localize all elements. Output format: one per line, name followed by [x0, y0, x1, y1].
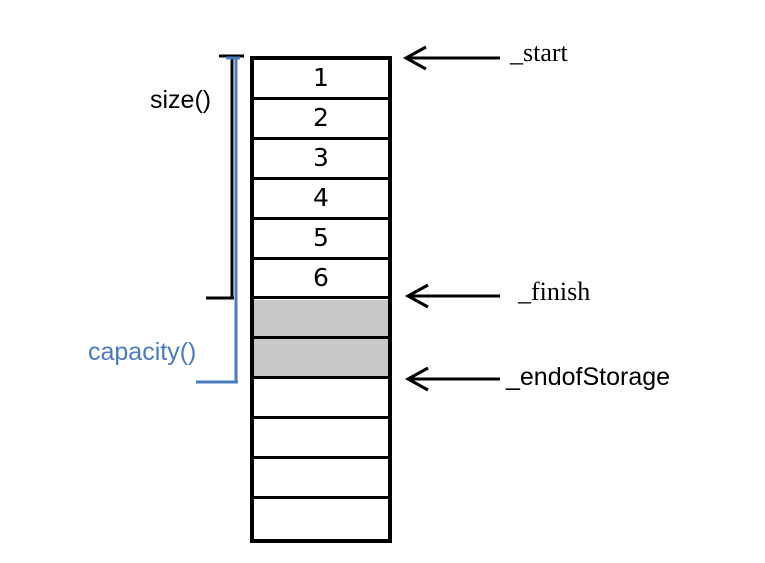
memory-cell-5: 5 [254, 220, 388, 260]
finish-pointer-label: _finish [518, 277, 591, 306]
finish-arrow [404, 283, 500, 309]
start-pointer-label: _start [510, 38, 568, 67]
memory-cell-2: 2 [254, 100, 388, 140]
capacity-label: capacity() [88, 338, 197, 366]
size-bracket [206, 54, 244, 300]
end-of-storage-arrow [404, 366, 500, 392]
reserved-cell [254, 339, 388, 380]
end-of-storage-pointer-label: _endofStorage [506, 363, 671, 391]
empty-cell [254, 379, 388, 420]
reserved-cell [254, 299, 388, 340]
empty-cell [254, 419, 388, 460]
empty-cell [254, 459, 388, 500]
memory-cell-1: 1 [254, 60, 388, 100]
memory-cell-4: 4 [254, 180, 388, 220]
size-label: size() [150, 86, 212, 114]
capacity-bracket [196, 56, 240, 384]
memory-cell-6: 6 [254, 260, 388, 300]
start-arrow [402, 45, 500, 71]
empty-cell [254, 499, 388, 539]
memory-cell-3: 3 [254, 140, 388, 180]
